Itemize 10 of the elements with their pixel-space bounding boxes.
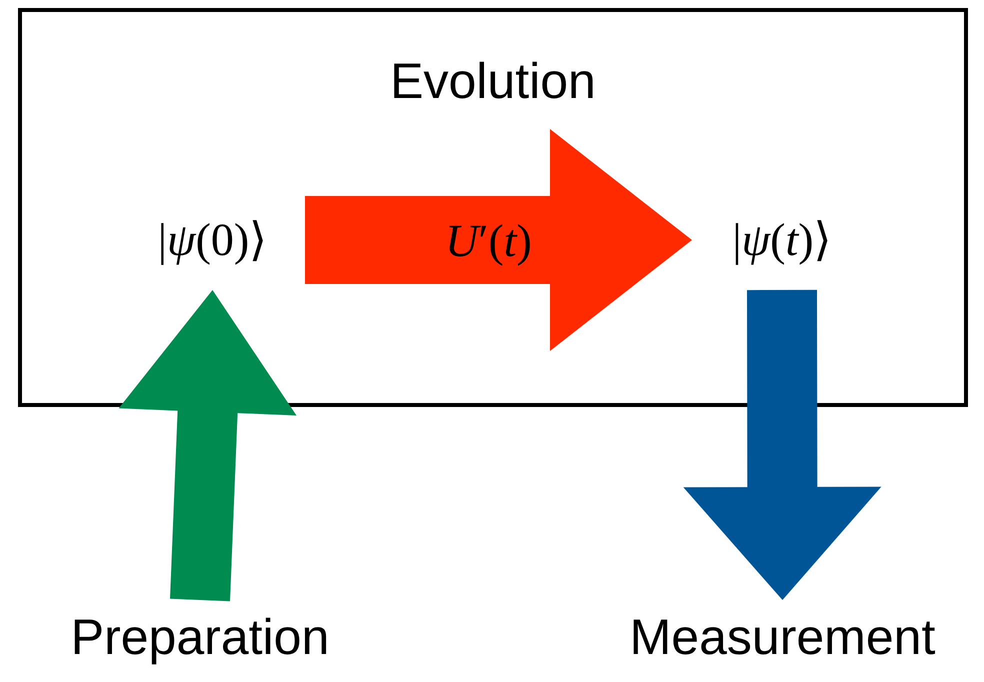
state-label: |ψ(0)⟩ xyxy=(158,217,268,263)
edge-label: U′(t) xyxy=(445,214,532,268)
stage-label: Preparation xyxy=(70,608,330,667)
state-label: |ψ(t)⟩ xyxy=(732,217,832,263)
block-arrow xyxy=(118,290,296,602)
block-arrow xyxy=(683,290,882,600)
frame-box xyxy=(18,8,968,407)
block-arrow xyxy=(305,129,692,351)
stage-label: Measurement xyxy=(630,608,936,667)
frame-heading: Evolution xyxy=(390,56,596,106)
